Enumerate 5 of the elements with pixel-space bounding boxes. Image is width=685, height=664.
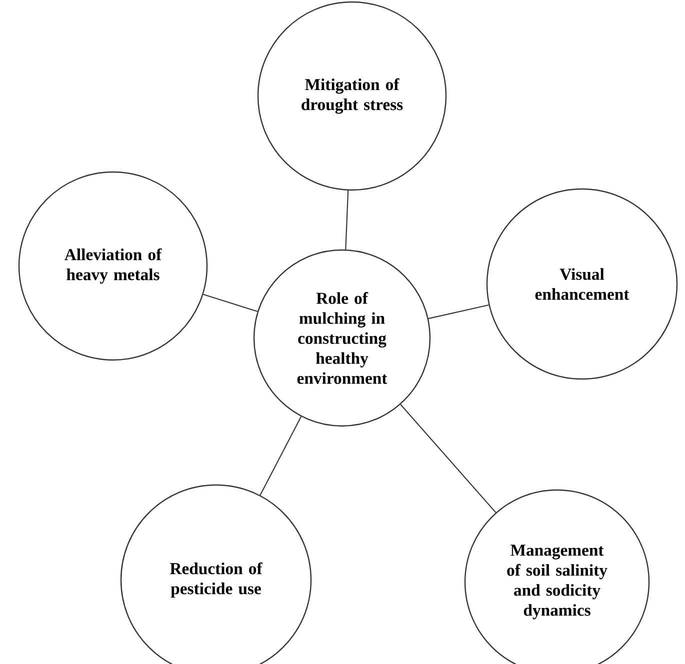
connector-line — [428, 304, 489, 320]
connector-line — [345, 190, 349, 250]
connector-line — [260, 416, 302, 496]
connector-line — [400, 404, 496, 513]
connector-line — [203, 294, 258, 312]
